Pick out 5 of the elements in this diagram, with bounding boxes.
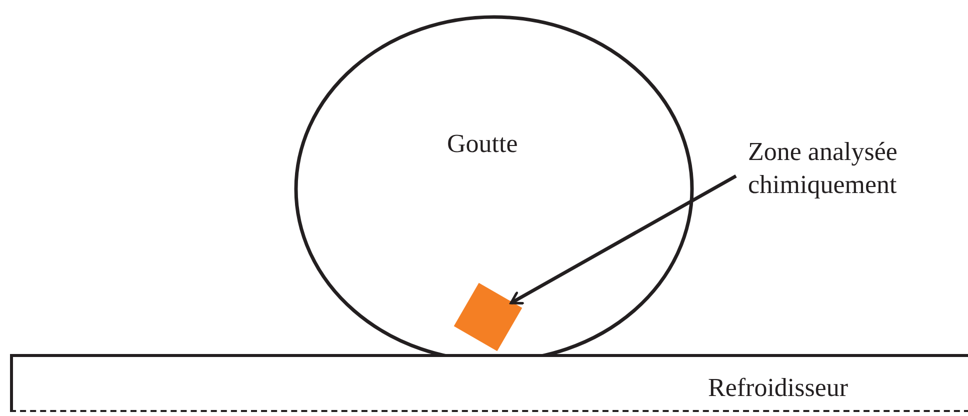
- arrow: [510, 174, 737, 305]
- heat-sink-label: Refroidisseur: [708, 372, 848, 404]
- callout-label: Zone analysée chimiquement: [748, 136, 898, 200]
- heat-sink-plate: [10, 354, 968, 412]
- droplet-label: Goutte: [447, 128, 518, 160]
